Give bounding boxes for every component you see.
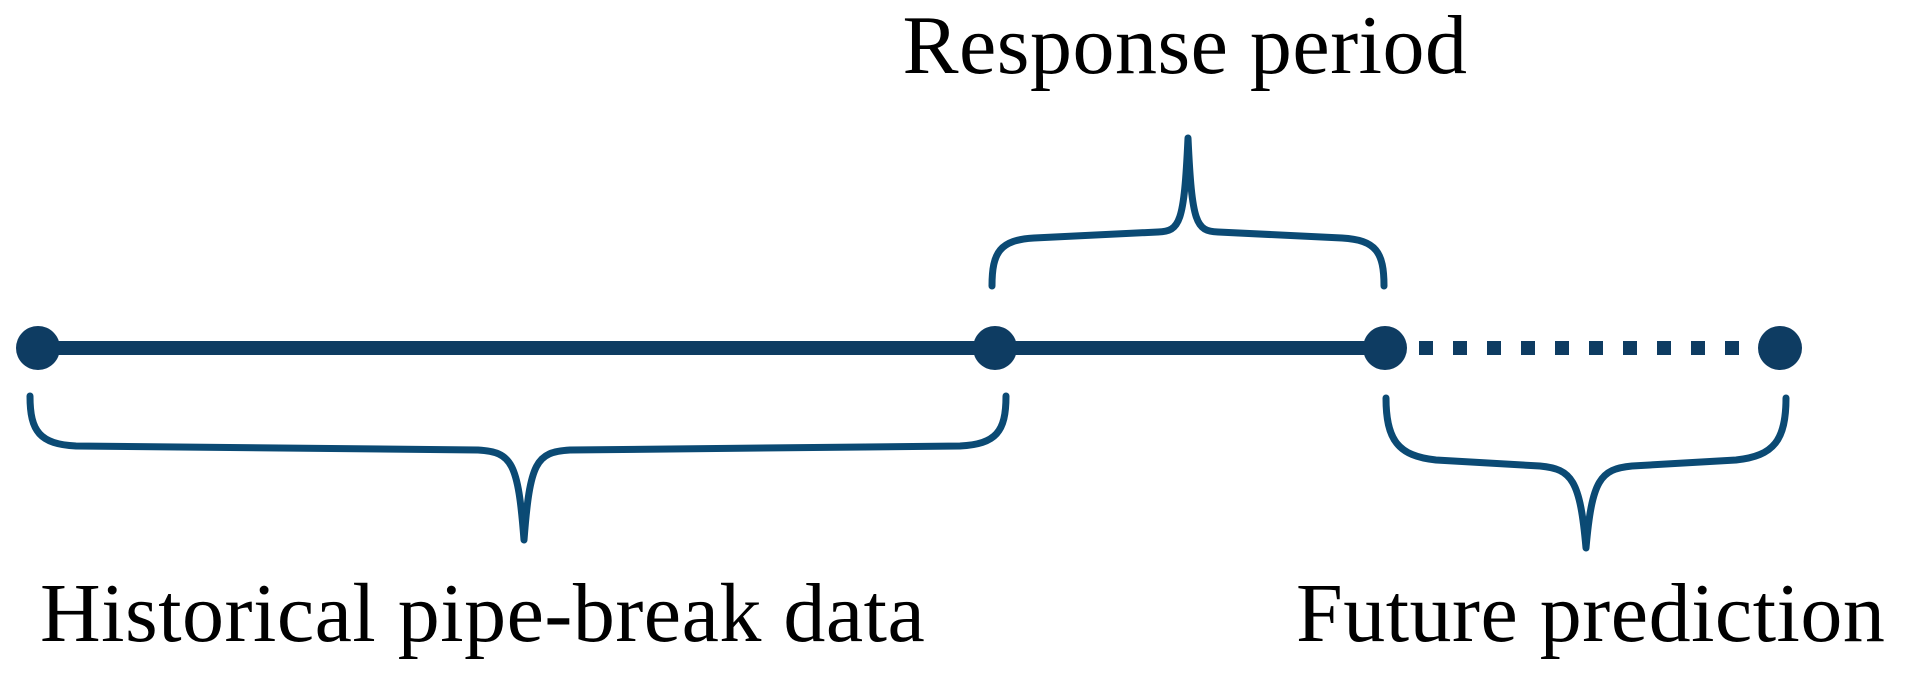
- future-brace-icon: [1382, 394, 1790, 552]
- timeline-node-start-of-history: [16, 326, 60, 370]
- timeline-node-end-of-prediction: [1758, 326, 1802, 370]
- timeline-node-present-day: [1363, 326, 1407, 370]
- timeline-node-start-of-response-period: [973, 326, 1017, 370]
- historical-brace-icon: [26, 392, 1010, 544]
- response-period-label: Response period: [902, 0, 1468, 92]
- historical-data-label: Historical pipe-break data: [40, 567, 926, 660]
- future-prediction-label: Future prediction: [1296, 567, 1886, 660]
- response-period-brace-icon: [988, 134, 1388, 290]
